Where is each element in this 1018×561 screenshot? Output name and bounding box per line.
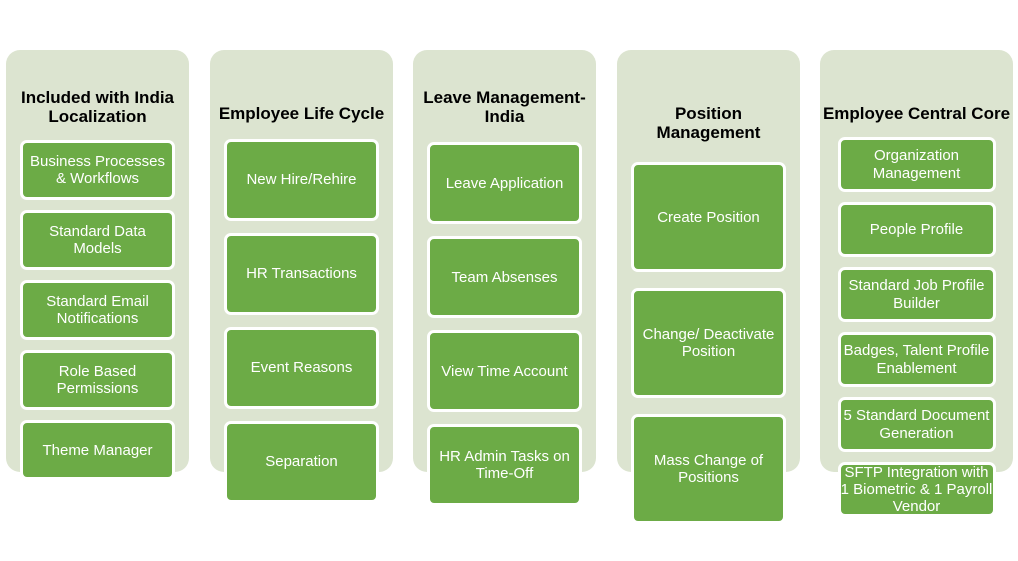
feature-box[interactable]: Standard Email Notifications: [20, 280, 175, 341]
column-content: Leave Management-India Leave Application…: [413, 50, 596, 507]
feature-box[interactable]: Team Absenses: [427, 236, 582, 319]
column-content: Employee Central Core Organization Manag…: [820, 50, 1013, 518]
feature-box[interactable]: Mass Change of Positions: [631, 414, 786, 525]
column-title: Position Management: [656, 104, 761, 143]
feature-box[interactable]: Organization Management: [837, 137, 996, 193]
feature-box[interactable]: 5 Standard Document Generation: [837, 397, 996, 453]
feature-box[interactable]: Event Reasons: [224, 327, 379, 410]
column-title: Leave Management-India: [423, 88, 586, 127]
feature-box[interactable]: Standard Data Models: [20, 210, 175, 271]
feature-box[interactable]: Separation: [224, 421, 379, 504]
column-title: Included with India Localization: [21, 88, 174, 127]
feature-box[interactable]: Role Based Permissions: [20, 350, 175, 411]
feature-box[interactable]: Standard Job Profile Builder: [837, 267, 996, 323]
feature-box[interactable]: New Hire/Rehire: [224, 139, 379, 222]
feature-box[interactable]: People Profile: [837, 202, 996, 258]
feature-box[interactable]: Create Position: [631, 162, 786, 273]
column-content: Included with India Localization Busines…: [6, 50, 189, 481]
feature-box[interactable]: SFTP Integration with 1 Biometric & 1 Pa…: [837, 462, 996, 518]
feature-box[interactable]: HR Admin Tasks on Time-Off: [427, 424, 582, 507]
column-content: Position Management Create Position Chan…: [617, 50, 800, 525]
column-content: Employee Life Cycle New Hire/Rehire HR T…: [210, 50, 393, 504]
feature-box[interactable]: Business Processes & Workflows: [20, 140, 175, 201]
feature-box[interactable]: Change/ Deactivate Position: [631, 288, 786, 399]
feature-box[interactable]: HR Transactions: [224, 233, 379, 316]
column-title: Employee Life Cycle: [218, 104, 385, 123]
feature-box[interactable]: Badges, Talent Profile Enablement: [837, 332, 996, 388]
column-title: Employee Central Core: [822, 104, 1011, 123]
feature-box[interactable]: Leave Application: [427, 142, 582, 225]
feature-box[interactable]: View Time Account: [427, 330, 582, 413]
feature-box[interactable]: Theme Manager: [20, 420, 175, 481]
